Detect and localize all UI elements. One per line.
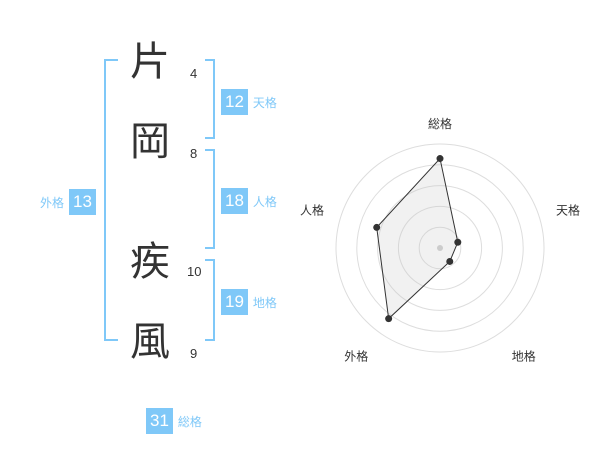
badge-soukaku: 31 総格 (146, 408, 202, 434)
name-char-1: 片 (130, 39, 170, 85)
radar-point-5 (373, 223, 381, 231)
radar-point-2 (454, 238, 462, 246)
soukaku-label: 総格 (177, 414, 202, 429)
radar-axis-label-2: 天格 (556, 202, 580, 217)
radar-axis-label-4: 外格 (344, 349, 368, 364)
radar-ring (418, 226, 462, 270)
chikaku-label: 地格 (252, 295, 277, 310)
tenkaku-label: 天格 (252, 95, 277, 110)
radar-ring (397, 205, 483, 291)
stroke-count-4: 9 (190, 346, 198, 361)
radar-axis-label-5: 人格 (300, 202, 324, 217)
radar-axis-label-1: 総格 (428, 116, 452, 131)
gaikaku-value: 13 (69, 189, 96, 215)
gaikaku-label: 外格 (40, 195, 65, 210)
name-char-3: 疾 (130, 239, 170, 285)
name-char-4: 風 (130, 319, 170, 365)
stroke-count-3: 10 (187, 264, 202, 279)
name-char-2: 岡 (130, 119, 170, 165)
radar-ring (335, 143, 545, 353)
jinkaku-value: 18 (221, 188, 248, 214)
bracket-jinkaku (205, 149, 215, 249)
radar-ring (356, 164, 524, 332)
bracket-chikaku (205, 259, 215, 341)
badge-tenkaku: 12 天格 (221, 89, 277, 115)
bracket-tenkaku (205, 59, 215, 139)
radar-point-4 (385, 315, 393, 323)
chikaku-value: 19 (221, 289, 248, 315)
jinkaku-label: 人格 (252, 194, 277, 209)
badge-gaikaku: 13 外格 (40, 189, 96, 215)
radar-axis-label-3: 地格 (512, 349, 536, 364)
badge-jinkaku: 18 人格 (221, 188, 277, 214)
radar-area (376, 157, 459, 320)
bracket-gaikaku (104, 59, 118, 341)
badge-chikaku: 19 地格 (221, 289, 277, 315)
tenkaku-value: 12 (221, 89, 248, 115)
radar-point-3 (446, 257, 454, 265)
radar-center (437, 245, 443, 251)
stroke-count-1: 4 (190, 66, 198, 81)
radar-ring (377, 185, 503, 311)
stroke-count-2: 8 (190, 146, 198, 161)
soukaku-value: 31 (146, 408, 173, 434)
radar-point-1 (436, 155, 444, 163)
